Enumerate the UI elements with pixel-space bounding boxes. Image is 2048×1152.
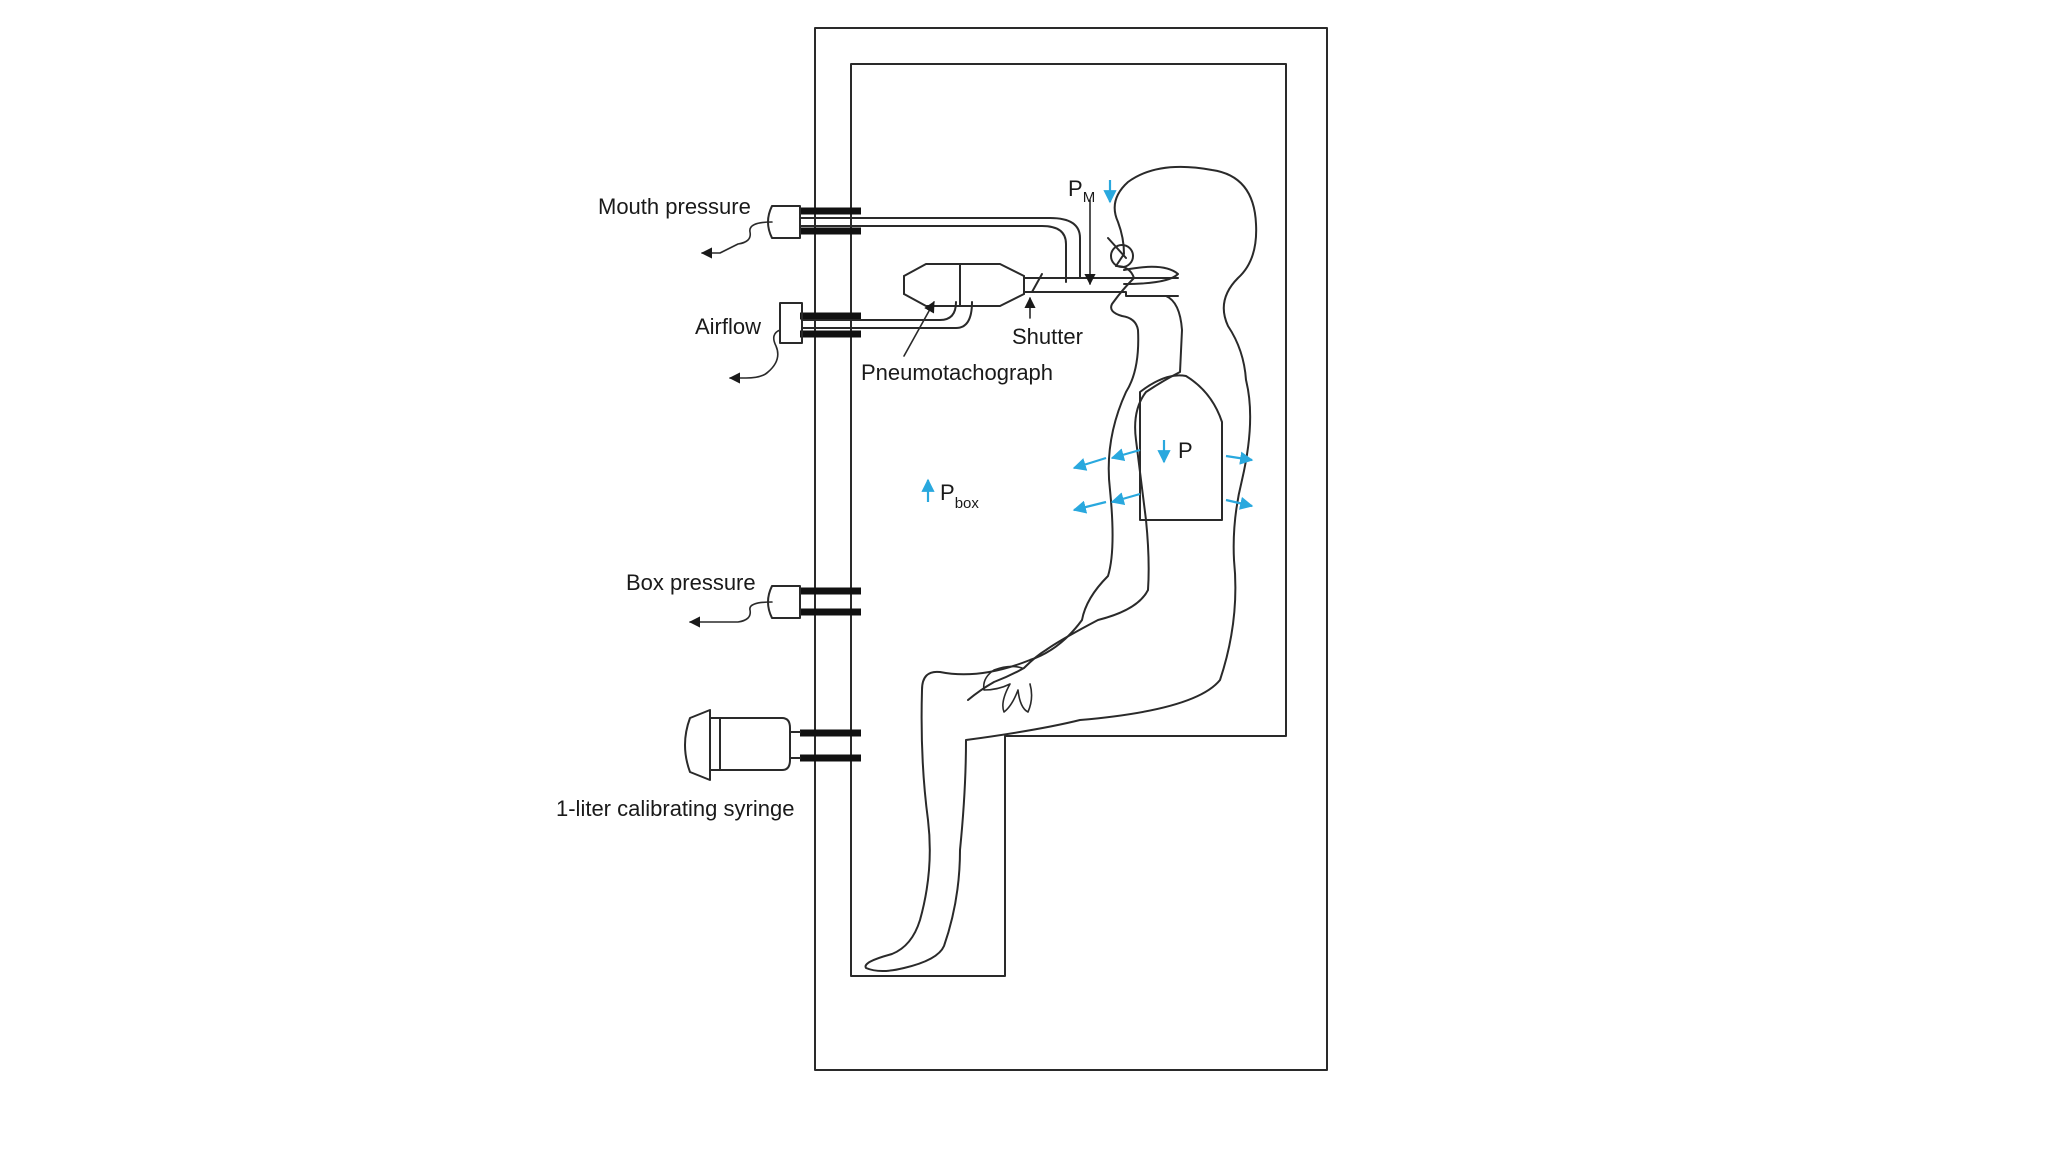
label-shutter: Shutter bbox=[1012, 324, 1083, 349]
calibrating-syringe bbox=[684, 709, 801, 781]
label-pneumotachograph: Pneumotachograph bbox=[861, 360, 1053, 385]
box-pressure-transducer bbox=[688, 585, 801, 628]
subject-body-outline bbox=[864, 165, 1258, 972]
mouth-pressure-transducer bbox=[700, 205, 1081, 283]
subject-arm bbox=[967, 295, 1183, 701]
box-inner-wall bbox=[850, 63, 1287, 977]
mouthpiece-tube bbox=[1023, 265, 1179, 297]
mouth-pressure-sensor bbox=[1107, 237, 1134, 268]
box-outer-wall bbox=[814, 27, 1328, 1071]
label-pbox: Pbox bbox=[940, 480, 979, 512]
wall-plugs bbox=[800, 207, 861, 762]
pneumotachograph-leader bbox=[903, 301, 935, 357]
label-airflow: Airflow bbox=[695, 314, 761, 339]
label-calibrating-syringe: 1-liter calibrating syringe bbox=[556, 796, 794, 821]
label-p-alveolar: P bbox=[1178, 438, 1193, 463]
label-mouth-pressure: Mouth pressure bbox=[598, 194, 751, 219]
shutter-mark bbox=[1031, 273, 1043, 293]
subject-lung bbox=[1139, 374, 1223, 521]
label-pm: PM bbox=[1068, 176, 1095, 206]
subject-hand bbox=[982, 665, 1033, 713]
label-box-pressure: Box pressure bbox=[626, 570, 756, 595]
pneumotachograph bbox=[903, 263, 1025, 307]
pressure-arrows bbox=[921, 180, 1254, 514]
